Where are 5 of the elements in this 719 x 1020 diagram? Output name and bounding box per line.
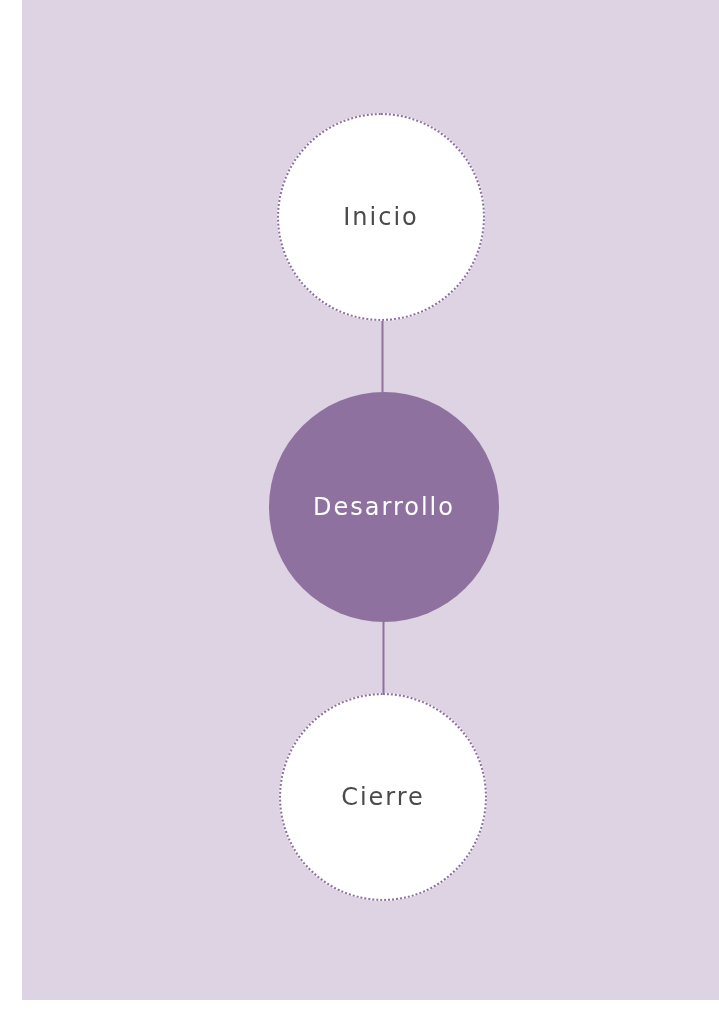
node-label: Cierre [341,783,425,811]
node-label: Desarrollo [313,493,455,521]
connector-line [382,621,385,694]
node-label: Inicio [343,203,419,231]
connector-line [381,320,384,393]
